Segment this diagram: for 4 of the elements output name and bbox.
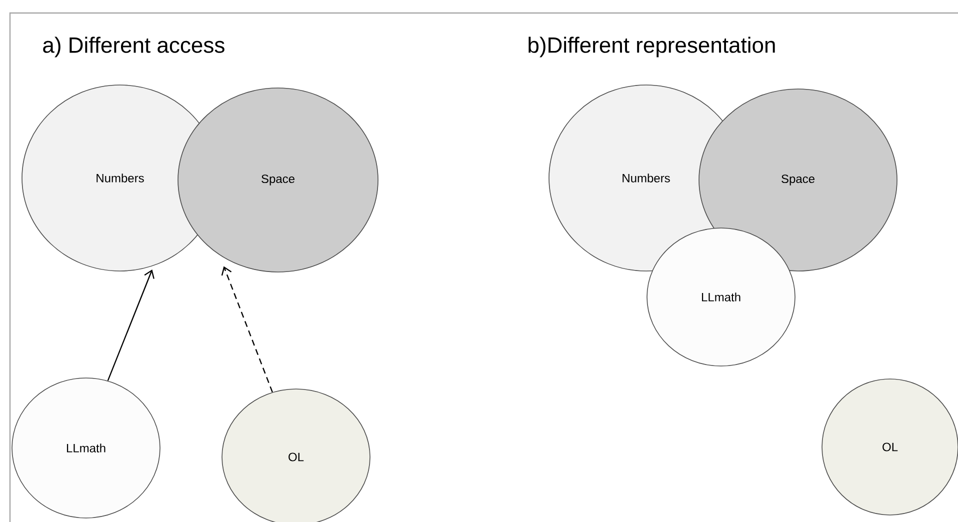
panel-heading: a) Different access: [43, 36, 224, 58]
panel-heading: b)Different representation: [528, 36, 775, 58]
arrow: [107, 269, 154, 381]
arrow: [221, 266, 273, 392]
